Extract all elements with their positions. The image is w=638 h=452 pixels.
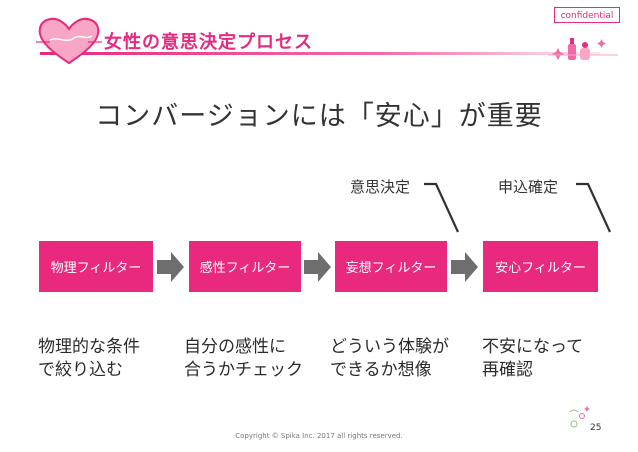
filter-box-reassurance: 安心フィルター: [483, 241, 598, 292]
desc-line: 自分の感性に: [184, 337, 286, 357]
desc-line: できるか想像: [330, 360, 432, 380]
desc-line: 不安になって: [482, 337, 584, 357]
cosmetics-decoration-icon: [548, 38, 618, 60]
header-rule: [40, 52, 600, 55]
stage-label-decision: 意思決定: [350, 178, 411, 196]
filter-desc-imagination: どういう体験が できるか想像: [330, 336, 449, 382]
stage-label-confirmation: 申込確定: [498, 178, 559, 196]
divider-line-confirmation: [576, 182, 611, 233]
header-title: 女性の意思決定プロセス: [104, 32, 313, 53]
arrow-right-icon: [157, 252, 184, 282]
desc-line: 物理的な条件: [38, 337, 140, 357]
floral-decoration-icon: [569, 406, 590, 428]
desc-line: どういう体験が: [330, 337, 449, 357]
desc-line: 再確認: [482, 360, 533, 380]
heart-logo-icon: [36, 17, 102, 65]
main-heading: コンバージョンには「安心」が重要: [95, 101, 543, 132]
arrow-right-icon: [304, 252, 331, 282]
divider-line-decision: [424, 182, 459, 233]
filter-desc-sensibility: 自分の感性に 合うかチェック: [184, 336, 303, 382]
copyright-text: Copyright © Spika Inc. 2017 all rights r…: [235, 432, 403, 440]
filter-desc-reassurance: 不安になって 再確認: [482, 336, 583, 382]
desc-line: で絞り込む: [38, 360, 123, 380]
confidential-tag: confidential: [554, 7, 620, 23]
filter-box-imagination: 妄想フィルター: [335, 241, 447, 292]
page-number: 25: [590, 423, 602, 433]
arrow-right-icon: [451, 252, 478, 282]
desc-line: 合うかチェック: [184, 360, 303, 380]
filter-box-sensibility: 感性フィルター: [189, 241, 301, 292]
filter-desc-physical: 物理的な条件 で絞り込む: [38, 336, 140, 382]
filter-box-physical: 物理フィルター: [39, 241, 153, 292]
